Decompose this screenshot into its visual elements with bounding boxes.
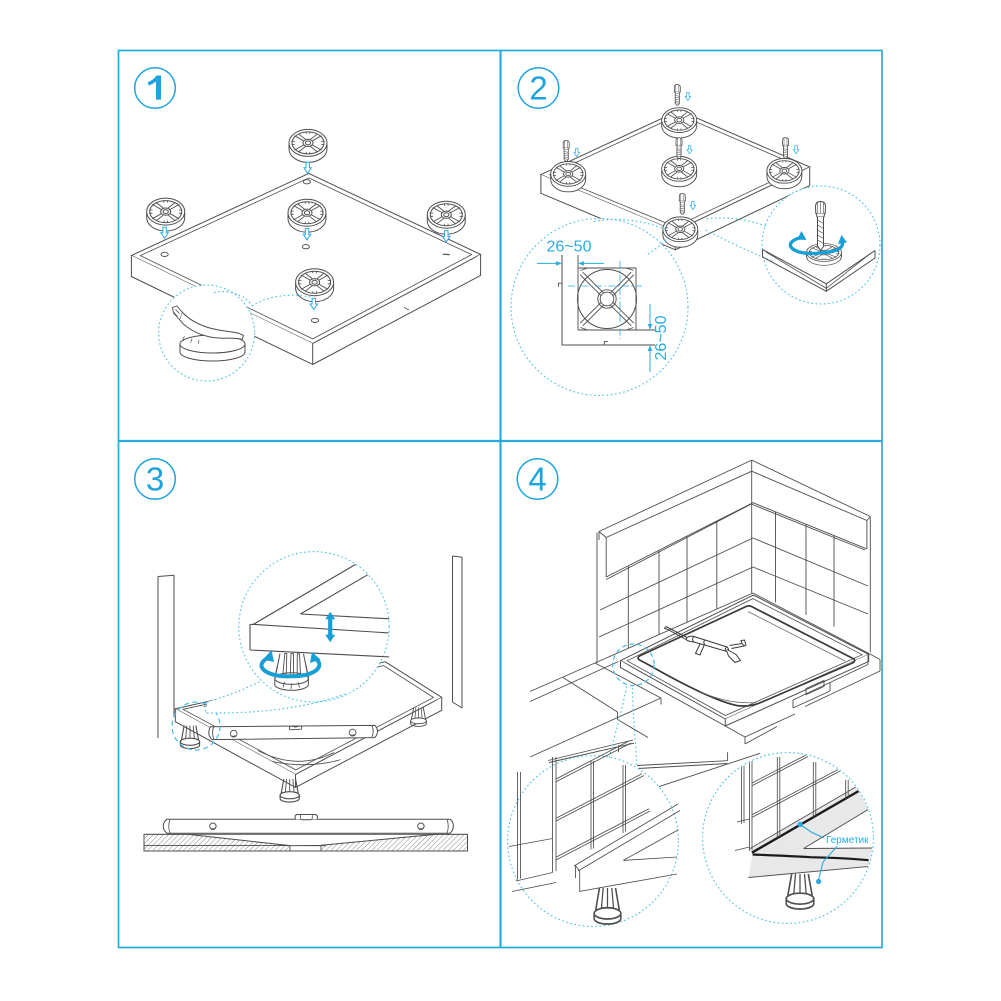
svg-text:26~50: 26~50 [653,315,670,360]
svg-text:3: 3 [146,461,164,498]
svg-text:2: 2 [529,70,547,107]
svg-text:Герметик: Герметик [826,835,869,846]
svg-text:4: 4 [528,461,546,498]
svg-text:26~50: 26~50 [547,239,592,256]
